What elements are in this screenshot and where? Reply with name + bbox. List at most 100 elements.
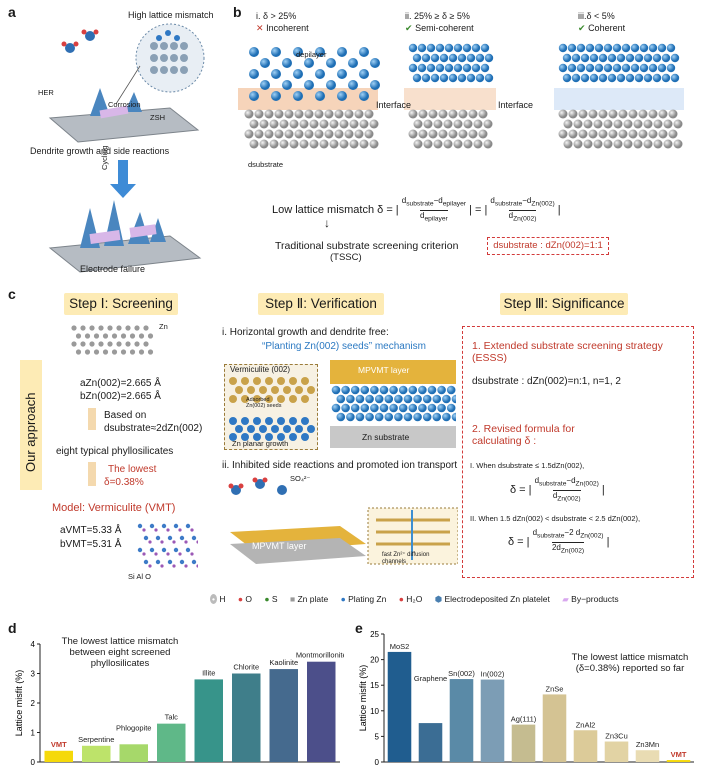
bar-label: Graphene — [414, 674, 447, 683]
chart-e-annotation: The lowest lattice mismatch (δ=0.38%) re… — [571, 652, 689, 674]
based-on-label: Based on — [104, 410, 147, 421]
legend-byproducts: ▰ By−products — [562, 594, 619, 604]
y-tick-label: 0 — [375, 758, 380, 767]
s2-formula1: δ = | dsubstrate−dZn(002)dZn(002) | — [510, 476, 605, 503]
s1-title: 1. Extended substrate screening strategy… — [472, 340, 663, 364]
our-approach-label: Our approach — [23, 392, 38, 473]
high-mismatch-label: High lattice mismatch — [128, 10, 214, 20]
delta-label: δ=0.38% — [104, 477, 144, 488]
bar-sn-002- — [449, 679, 474, 762]
bar-phlogopite — [119, 744, 148, 762]
bar-label: ZnSe — [546, 684, 564, 693]
bar-znal2 — [573, 730, 598, 762]
check-icon: ✔ — [578, 23, 586, 33]
step1-header: Step Ⅰ: Screening — [64, 293, 178, 315]
legend-water: ● H₂O — [398, 594, 423, 604]
zn-label: Zn — [159, 322, 168, 331]
panel-label-d: d — [8, 620, 17, 636]
lowest-label: The lowest — [108, 464, 157, 475]
bar-zn3mn — [635, 750, 660, 762]
bar-label: VMT — [671, 750, 687, 759]
bar-vmt — [666, 760, 691, 762]
v2-title: ii. Inhibited side reactions and promote… — [222, 460, 458, 471]
bar-znse — [542, 694, 567, 762]
s1-formula: dsubstrate : dZn(002)=n:1, n=1, 2 — [472, 376, 621, 387]
vermiculite-inset — [224, 364, 318, 450]
v1-subtitle: “Planting Zn(002) seeds” mechanism — [262, 341, 426, 352]
legend-row: • H ● O ● S ■ Zn plate ● Plating Zn ● H₂… — [210, 594, 619, 605]
interface-label-2: Interface — [498, 100, 534, 110]
arrow-shaft-2 — [88, 462, 96, 486]
bar-label: Ag(111) — [511, 715, 537, 724]
bar-montmorillonite — [307, 661, 336, 762]
zn-lattice-diagram — [71, 325, 154, 355]
bar-label: ZnAl2 — [576, 720, 596, 729]
legend-s: ● S — [264, 594, 278, 604]
mpvmt-stack-graphic — [330, 360, 456, 448]
case2-subtitle: ✔ Semi-coherent — [405, 23, 474, 33]
fast-diffusion-label: fast Zn²⁺ diffusion channels — [382, 552, 430, 565]
case2-title: ii. 25% ≥ δ ≥ 5% — [405, 11, 470, 21]
y-tick-label: 15 — [370, 681, 379, 690]
side-reaction-graphic — [228, 477, 458, 565]
y-tick-label: 20 — [370, 656, 379, 665]
y-tick-label: 1 — [31, 729, 36, 738]
s2-case2: II. When 1.5 dZn(002) < dsubstrate < 2.5… — [470, 514, 641, 523]
bar-label: Talc — [165, 713, 179, 722]
s2-formula2: δ = | dsubstrate−2 dZn(002)2dZn(002) | — [508, 528, 610, 555]
interface-label-1: Interface — [376, 100, 412, 110]
step2-header: Step Ⅱ: Verification — [258, 293, 384, 315]
d-epilayer-label: depilayer — [296, 50, 327, 59]
s2-case1: I. When dsubstrate ≤ 1.5dZn(002), — [470, 461, 585, 470]
check-icon: ✔ — [405, 23, 413, 33]
corrosion-label: Corrosion — [108, 100, 141, 109]
panel-label-c: c — [8, 286, 16, 302]
bar-label: Illite — [202, 668, 215, 677]
mpvmt-label: MPVMT layer — [358, 365, 410, 375]
our-approach-box: Our approach — [20, 360, 42, 490]
legend-h: • H — [210, 594, 226, 604]
so4-label: SO₄²⁻ — [290, 474, 311, 483]
bar-label: Kaolinite — [269, 658, 298, 667]
y-tick-label: 10 — [370, 707, 379, 716]
d-rule-label: dsubstrate≈2dZn(002) — [104, 423, 203, 434]
bar-zn3cu — [604, 741, 629, 762]
b-zn-value: bZn(002)=2.665 Å — [80, 391, 161, 402]
her-label: HER — [38, 88, 54, 97]
mismatch-formula: Low lattice mismatch δ = | dsubstrate−de… — [272, 196, 561, 223]
y-tick-label: 3 — [31, 670, 36, 679]
atom-legend: Si Al O — [128, 572, 151, 581]
bar-vmt — [44, 750, 73, 762]
case3-subtitle: ✔ Coherent — [578, 23, 626, 33]
caption-failure: Electrode failure — [80, 264, 146, 274]
planar-label: Zn planar growth — [232, 439, 289, 448]
case3-title: iii.δ < 5% — [578, 11, 615, 21]
bar-label: Phlogopite — [116, 723, 151, 732]
chart-d-annotation: The lowest lattice mismatch between eigh… — [61, 636, 179, 669]
bar-talc — [157, 723, 186, 762]
legend-zn-plate: ■ Zn plate — [289, 594, 329, 604]
tssc-label: (TSSC) — [330, 252, 362, 263]
bar-kaolinite — [269, 669, 298, 762]
panel-label-a: a — [8, 4, 16, 20]
criterion-label: Traditional substrate screening criterio… — [275, 240, 459, 252]
cycling-label: Cycling — [100, 145, 109, 170]
bar-label: VMT — [51, 740, 67, 749]
case1-subtitle: ✕ Incoherent — [256, 23, 309, 33]
down-arrow-icon: ↓ — [324, 216, 330, 230]
b-vmt-value: bVMT=5.31 Å — [60, 539, 122, 550]
significance-box — [462, 326, 694, 578]
legend-platelet: ⬢ Electrodeposited Zn platelet — [434, 594, 550, 604]
bar-serpentine — [82, 745, 111, 762]
v1-title: i. Horizontal growth and dendrite free: — [222, 327, 389, 338]
bar-mos2 — [387, 651, 412, 762]
bar-ag-111- — [511, 724, 536, 762]
y-tick-label: 5 — [375, 732, 380, 741]
bar-chlorite — [232, 673, 261, 762]
cross-icon: ✕ — [256, 23, 264, 33]
panel-label-b: b — [233, 4, 242, 20]
y-tick-label: 4 — [31, 640, 36, 649]
adsorbed-label: Adsorbed Zn(002) seeds — [246, 397, 282, 409]
panel-label-e: e — [355, 620, 363, 636]
